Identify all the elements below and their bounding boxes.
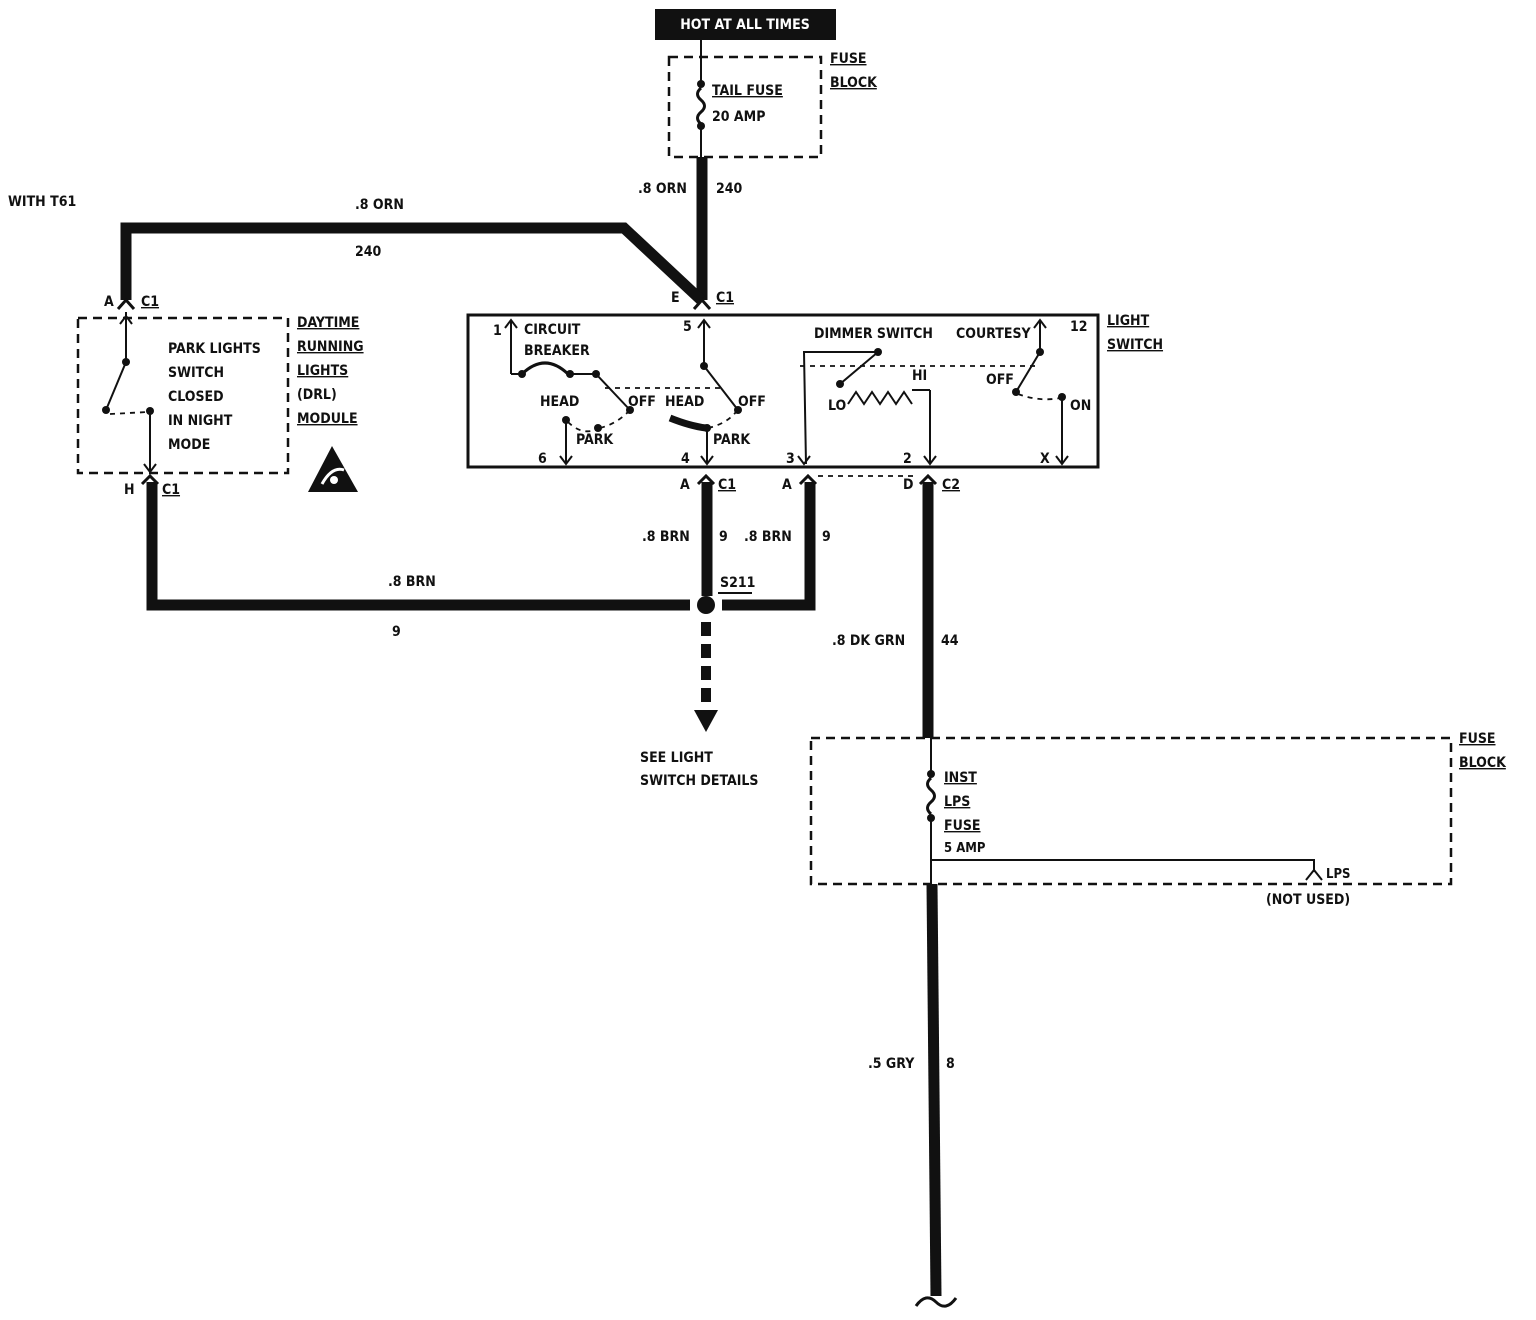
fuse-block-bottom-label-1: FUSE — [1459, 731, 1496, 747]
inst-lps-fuse-1: INST — [944, 770, 977, 786]
terminal-x: X — [1040, 451, 1050, 467]
drl-title-2: RUNNING — [297, 339, 364, 355]
t61-wire-gauge: .8 ORN — [355, 197, 404, 213]
fuse-block-top: FUSE BLOCK TAIL FUSE 20 AMP — [667, 40, 878, 160]
terminal-2: 2 — [903, 451, 912, 467]
dimmer-label: DIMMER SWITCH — [814, 326, 933, 342]
left-brn-wire — [146, 482, 690, 611]
terminal-1: 1 — [493, 323, 502, 339]
fuse-block-bottom-label-2: BLOCK — [1459, 755, 1507, 771]
drl-text-3: CLOSED — [168, 389, 224, 405]
t61-orn-wire — [120, 222, 705, 305]
left-brn-gauge: .8 BRN — [388, 574, 436, 590]
terminal-3: 3 — [786, 451, 795, 467]
inst-lps-fuse-3: FUSE — [944, 818, 981, 834]
gry-circuit: 8 — [946, 1056, 955, 1072]
lo-label: LO — [828, 398, 847, 414]
banner-text: HOT AT ALL TIMES — [680, 17, 810, 33]
ls-bottom-d-pin: D — [903, 477, 913, 493]
head-mid: HEAD — [665, 394, 704, 410]
courtesy-label: COURTESY — [956, 326, 1032, 342]
terminal-6: 6 — [538, 451, 547, 467]
dkgrn-gauge: .8 DK GRN — [832, 633, 905, 649]
light-switch: LIGHT SWITCH 1 5 12 6 4 3 2 X CIRCUIT BR… — [466, 313, 1163, 469]
cb-label-2: BREAKER — [524, 343, 590, 359]
connector-ls-a2-icon — [798, 473, 818, 486]
mid-brn-gauge: .8 BRN — [642, 529, 690, 545]
circuit-breaker-icon — [520, 361, 570, 376]
fuse-block-bottom: FUSE BLOCK INST LPS FUSE 5 AMP LPS (NOT … — [809, 731, 1507, 908]
gry-gauge: .5 GRY — [868, 1056, 915, 1072]
terminal-4: 4 — [681, 451, 690, 467]
drl-text-2: SWITCH — [168, 365, 224, 381]
terminal-12: 12 — [1070, 319, 1088, 335]
fuse-block-top-label-2: BLOCK — [830, 75, 878, 91]
inst-lps-fuse-rating: 5 AMP — [944, 841, 986, 856]
feed-wire-circuit: 240 — [716, 181, 743, 197]
feed-wire-gauge: .8 ORN — [638, 181, 687, 197]
ls-top-pin: E — [671, 290, 680, 306]
connector-drl-a-icon — [116, 297, 136, 310]
ls-label-2: SWITCH — [1107, 337, 1163, 353]
cb-label-1: CIRCUIT — [524, 322, 581, 338]
splice-label: S211 — [720, 575, 755, 591]
continuation-break-icon — [914, 1296, 958, 1308]
connector-ls-e-icon — [692, 297, 712, 310]
drl-text-1: PARK LIGHTS — [168, 341, 261, 357]
drl-text-4: IN NIGHT — [168, 413, 233, 429]
drl-title-3: LIGHTS — [297, 363, 348, 379]
arrow-down-icon — [694, 710, 718, 732]
dkgrn-circuit: 44 — [941, 633, 959, 649]
tail-fuse-rating: 20 AMP — [712, 109, 765, 125]
drl-text-5: MODE — [168, 437, 210, 453]
courtesy-on: ON — [1070, 398, 1091, 414]
drl-title-4: (DRL) — [297, 387, 337, 403]
drl-bottom-conn: C1 — [162, 482, 180, 498]
right-brn-circuit: 9 — [822, 529, 831, 545]
connector-drl-h-icon — [140, 473, 160, 486]
right-brn-gauge: .8 BRN — [744, 529, 792, 545]
splice-s211-icon — [697, 596, 715, 614]
ls-top-conn: C1 — [716, 290, 734, 306]
ls-bottom-d-conn: C2 — [942, 477, 960, 493]
connector-ls-d-icon — [918, 473, 938, 486]
t61-note: WITH T61 — [8, 194, 76, 210]
connector-ls-a-icon — [696, 473, 716, 486]
hot-at-all-times-banner: HOT AT ALL TIMES — [655, 9, 836, 40]
ls-bottom-a2-pin: A — [782, 477, 792, 493]
see-details-1: SEE LIGHT — [640, 750, 713, 766]
park-mid: PARK — [713, 432, 751, 448]
fuse-block-top-label-1: FUSE — [830, 51, 867, 67]
mid-brn-circuit: 9 — [719, 529, 728, 545]
ls-bottom-a-pin: A — [680, 477, 690, 493]
drl-bottom-pin: H — [124, 482, 135, 498]
tail-fuse-label: TAIL FUSE — [712, 83, 783, 99]
inst-lps-fuse-2: LPS — [944, 794, 970, 810]
t61-wire-circuit: 240 — [355, 244, 382, 260]
head-left: HEAD — [540, 394, 579, 410]
gry-8-wire — [926, 883, 942, 1297]
park-left: PARK — [576, 432, 614, 448]
off-left: OFF — [628, 394, 656, 410]
drl-title-5: MODULE — [297, 411, 358, 427]
tail-fuse-icon — [696, 86, 706, 126]
ls-label-1: LIGHT — [1107, 313, 1150, 329]
lps-note: (NOT USED) — [1266, 892, 1350, 908]
drl-module: PARK LIGHTS SWITCH CLOSED IN NIGHT MODE … — [76, 312, 364, 492]
drl-title-1: DAYTIME — [297, 315, 359, 331]
ls-bottom-a-conn: C1 — [718, 477, 736, 493]
drl-top-conn: C1 — [141, 294, 159, 310]
hi-label: HI — [912, 368, 927, 384]
inst-lps-fuse-icon — [926, 776, 936, 816]
terminal-5: 5 — [683, 319, 692, 335]
see-details-2: SWITCH DETAILS — [640, 773, 759, 789]
off-mid: OFF — [738, 394, 766, 410]
lps-label: LPS — [1326, 867, 1350, 882]
courtesy-off: OFF — [986, 372, 1014, 388]
drl-top-pin: A — [104, 294, 114, 310]
left-brn-circuit: 9 — [392, 624, 401, 640]
esd-warning-icon — [308, 446, 358, 492]
right-brn-wire — [722, 482, 816, 611]
